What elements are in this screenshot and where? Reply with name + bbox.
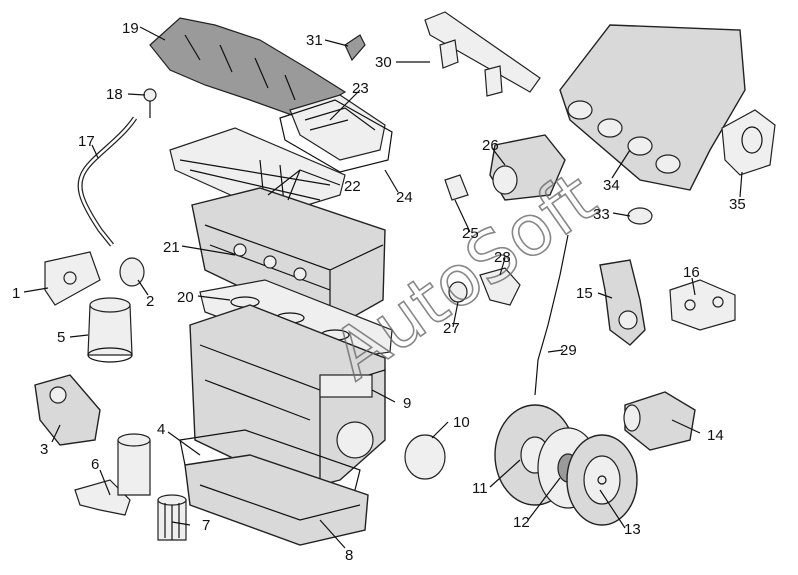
leader-lines: [23, 26, 743, 549]
part-3-oil-pump: [34, 374, 101, 446]
callout-14: 14: [707, 427, 724, 444]
callout-5: 5: [57, 329, 65, 346]
part-14-starter-motor: [623, 391, 696, 451]
callout-8: 8: [345, 547, 353, 564]
callout-27: 27: [443, 320, 460, 337]
callout-9: 9: [403, 395, 411, 412]
part-21-cylinder-head: [191, 187, 386, 331]
part-13-pressure-plate: [566, 434, 638, 526]
part-15-engine-mount-bracket: [599, 259, 646, 346]
part-1-bracket: [44, 251, 101, 306]
part-7-oil-filter-element: [157, 494, 187, 541]
callout-18: 18: [106, 86, 123, 103]
part-18-oil-filler-cap: [143, 88, 157, 118]
part-31-sensor: [344, 34, 366, 62]
part-22-camshaft-assembly: [169, 127, 346, 216]
callout-17: 17: [78, 133, 95, 150]
part-23-valve-cover: [289, 94, 386, 161]
callout-16: 16: [683, 264, 700, 281]
part-9-engine-block: [189, 304, 386, 491]
callout-33: 33: [593, 206, 610, 223]
callout-6: 6: [91, 456, 99, 473]
callout-3: 3: [40, 441, 48, 458]
part-19-engine-cover: [149, 17, 347, 119]
callout-11: 11: [472, 480, 488, 497]
part-28-sensor-bracket: [479, 267, 521, 306]
callout-21: 21: [163, 239, 180, 256]
part-26-thermostat-housing: [489, 134, 566, 201]
part-10-o-ring: [404, 434, 446, 480]
callout-19: 19: [122, 20, 139, 37]
part-29-dipstick: [534, 234, 569, 396]
callout-22: 22: [344, 178, 361, 195]
callout-26: 26: [482, 137, 499, 154]
part-25-temperature-sensor: [444, 174, 469, 201]
callout-25: 25: [462, 225, 479, 242]
part-34-intake-manifold: [559, 24, 746, 191]
callout-35: 35: [729, 196, 746, 213]
callout-29: 29: [560, 342, 577, 359]
callout-31: 31: [306, 32, 323, 49]
callout-1: 1: [12, 285, 20, 302]
callout-20: 20: [177, 289, 194, 306]
part-35-throttle-body: [721, 109, 776, 176]
callout-7: 7: [202, 517, 210, 534]
callout-23: 23: [352, 80, 369, 97]
part-33-o-ring: [627, 207, 653, 225]
callout-2: 2: [146, 293, 154, 310]
callout-30: 30: [375, 54, 392, 71]
callout-labels: 1 2 3 4 5 6 7 8 9 10 11 12 13 14 15 16 1…: [12, 20, 746, 564]
part-24-valve-cover-gasket: [279, 99, 393, 173]
callout-15: 15: [576, 285, 593, 302]
callout-24: 24: [396, 189, 413, 206]
part-6-oil-pickup: [74, 433, 151, 516]
callout-10: 10: [453, 414, 470, 431]
callout-4: 4: [157, 421, 165, 438]
part-2-seal-ring: [119, 257, 145, 287]
part-30-fuel-rail: [424, 11, 541, 97]
part-5-oil-filter-housing: [87, 297, 133, 363]
callout-34: 34: [603, 177, 620, 194]
part-16-engine-mount: [669, 279, 736, 331]
callout-12: 12: [513, 514, 530, 531]
callout-13: 13: [624, 521, 641, 538]
callout-28: 28: [494, 249, 511, 266]
